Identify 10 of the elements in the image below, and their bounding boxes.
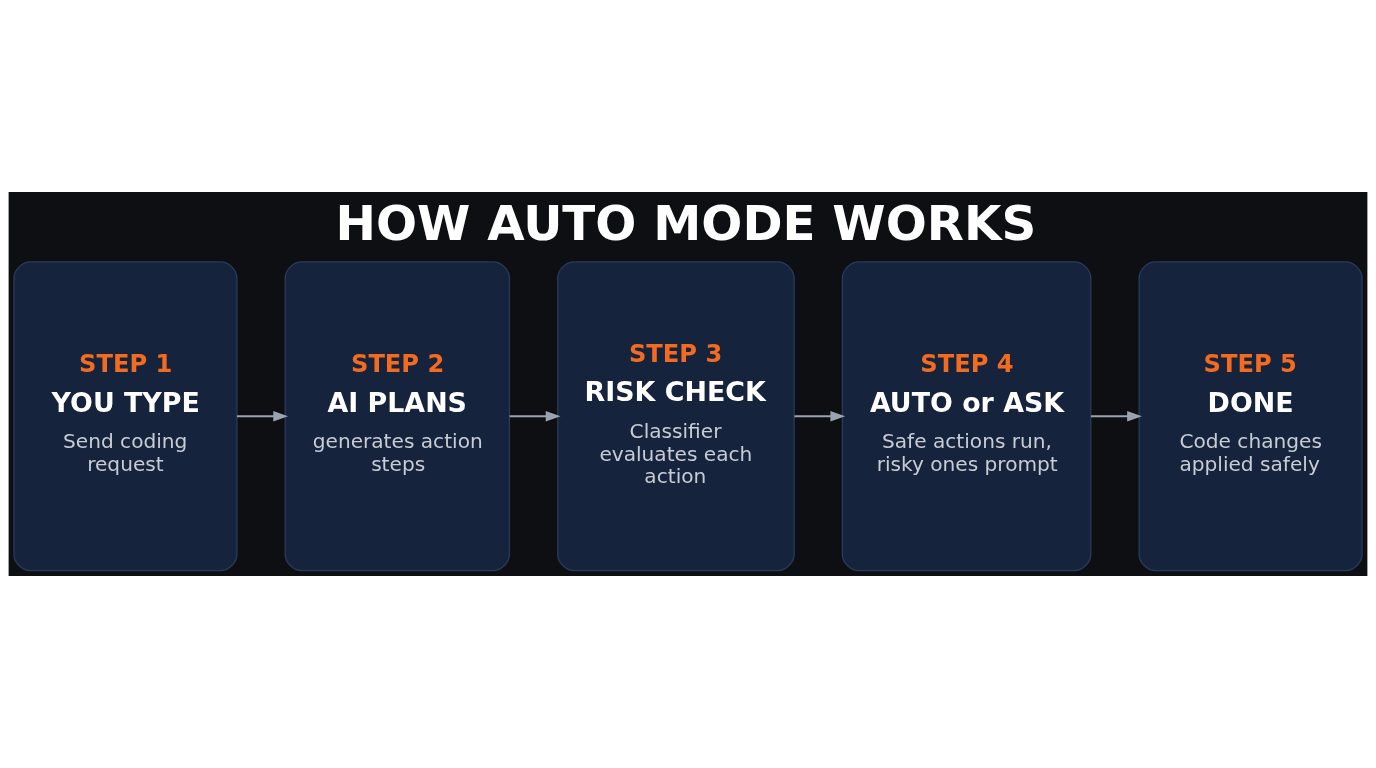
diagram-title: HOW AUTO MODE WORKS	[335, 195, 1037, 252]
arrow	[237, 411, 289, 422]
node-box: STEP 1 YOU TYPE Send coding request	[13, 261, 238, 572]
node-box: STEP 5 DONE Code changes applied safely	[1138, 261, 1363, 572]
node-box: STEP 2 AI PLANS generates action steps	[284, 261, 511, 572]
node-box: STEP 3 RISK CHECK Classifier evaluates each action	[557, 261, 795, 572]
arrow	[1090, 411, 1142, 422]
arrow	[794, 411, 846, 422]
arrow	[509, 411, 561, 422]
node-box: STEP 4 AUTO or ASK Safe actions run, risky ones prompt	[841, 261, 1092, 572]
